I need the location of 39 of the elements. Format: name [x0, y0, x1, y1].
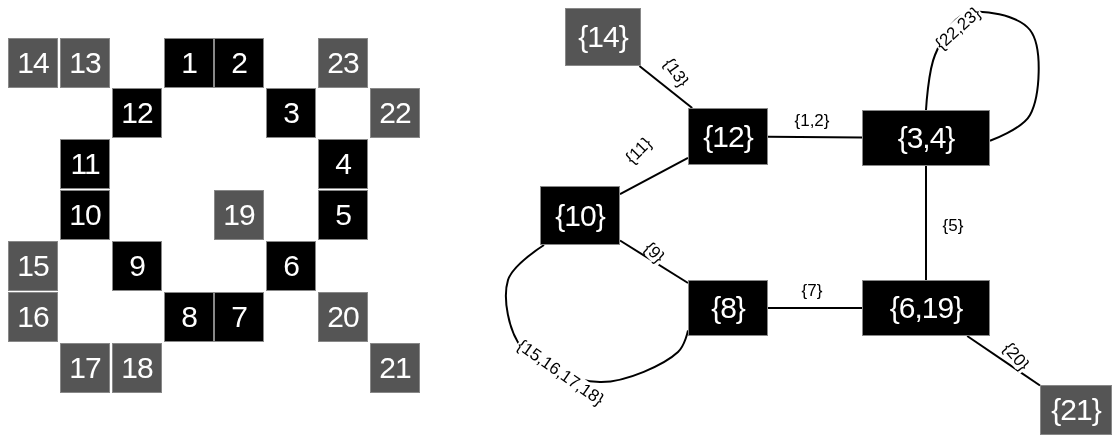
edge-label: {5} — [941, 216, 965, 234]
square-tile: 15 — [8, 241, 58, 291]
edge-line — [767, 307, 863, 309]
square-tile: 4 — [318, 139, 368, 189]
edge-line — [638, 65, 694, 109]
square-tile: 21 — [370, 343, 420, 393]
graph-node: {8} — [688, 280, 768, 336]
edge-label: {1,2} — [793, 111, 831, 129]
square-tile: 22 — [370, 88, 420, 138]
square-tile: 13 — [60, 38, 110, 88]
square-tile: 9 — [112, 241, 162, 291]
square-tile: 17 — [60, 343, 110, 393]
square-tile: 23 — [318, 38, 368, 88]
graph-node: {6,19} — [862, 280, 990, 336]
square-tile: 12 — [112, 88, 162, 138]
square-tile: 20 — [318, 292, 368, 342]
square-tile: 11 — [60, 139, 110, 189]
graph-node: {3,4} — [862, 110, 990, 166]
square-tile: 5 — [318, 190, 368, 240]
square-tile: 19 — [214, 190, 264, 240]
graph-node: {12} — [688, 108, 768, 165]
square-tile: 10 — [60, 190, 110, 240]
square-tile: 18 — [112, 343, 162, 393]
square-tile: 6 — [266, 241, 316, 291]
edge-line — [966, 335, 1041, 387]
square-tile: 3 — [266, 88, 316, 138]
graph-node: {14} — [565, 8, 641, 66]
edge-line — [619, 156, 689, 196]
edge-label: {7} — [800, 281, 824, 299]
graph-node: {10} — [540, 186, 620, 245]
square-tile: 14 — [8, 38, 58, 88]
square-tile: 7 — [214, 292, 264, 342]
square-tile: 8 — [164, 292, 214, 342]
square-tile: 16 — [8, 292, 58, 342]
edge-line — [767, 135, 863, 139]
square-tile: 1 — [164, 38, 214, 88]
square-tile: 2 — [214, 38, 264, 88]
graph-node: {21} — [1040, 385, 1112, 435]
edge-line — [925, 165, 927, 281]
